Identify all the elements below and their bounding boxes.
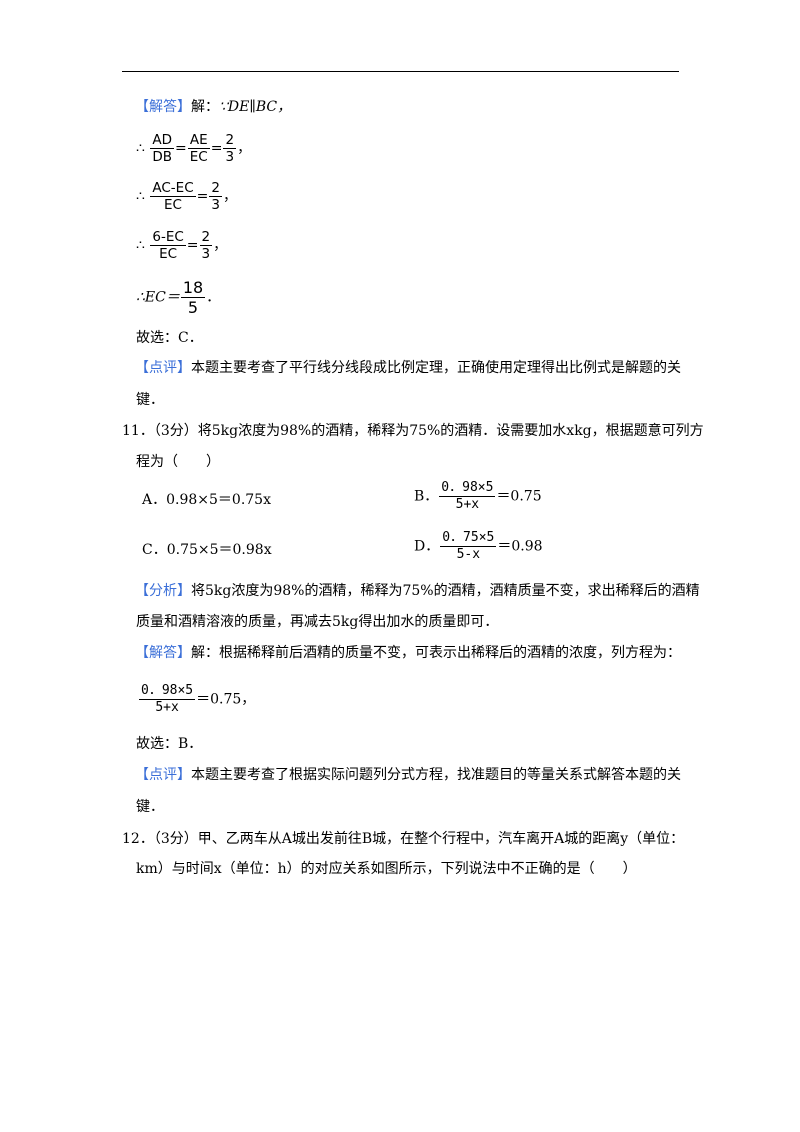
answer-tag: 【解答】 [135,99,191,115]
comment-tag: 【点评】 [135,767,191,783]
q11-stem-line1: 11．（3分）将5kg浓度为98%的酒精，稀释为75%的酒精．设需要加水xkg，… [122,423,704,439]
q11-analysis-line1: 【分析】将5kg浓度为98%的酒精，稀释为75%的酒精，酒精质量不变，求出稀释后… [135,583,700,599]
q11-stem-line2: 程为（ ） [136,454,220,470]
q11-option-a: A．0.98×5＝0.75x [142,492,271,508]
q10-comment-line1: 【点评】本题主要考查了平行线分线段成比例定理，正确使用定理得出比例式是解题的关 [135,360,681,376]
therefore-symbol: ∴ [136,140,145,157]
q11-choice: 故选：B． [136,736,203,752]
given-condition: ∵DE∥BC， [219,99,292,115]
q11-comment-line2: 键． [136,799,164,815]
header-rule [122,71,679,72]
answer-tag: 【解答】 [135,645,191,661]
q11-option-c: C．0.75×5＝0.98x [142,542,272,558]
q12-stem-line2: km）与时间x（单位：h）的对应关系如图所示，下列说法中不正确的是（ ） [136,861,637,877]
analysis-tag: 【分析】 [135,583,191,599]
q10-answer-line: 【解答】解：∵DE∥BC， [135,97,291,117]
q12-stem-line1: 12．（3分）甲、乙两车从A城出发前往B城，在整个行程中，汽车离开A城的距离y（… [122,831,685,847]
q10-comment-line2: 键． [136,392,164,408]
ec-lhs: ∴EC＝ [136,289,180,306]
comment-tag: 【点评】 [135,360,191,376]
q11-answer-line: 【解答】解：根据稀释前后酒精的质量不变，可表示出稀释后的酒精的浓度，列方程为： [135,645,681,661]
q10-choice: 故选：C． [136,330,203,346]
answer-intro: 解： [191,99,219,115]
q11-analysis-line2: 质量和酒精溶液的质量，再减去5kg得出加水的质量即可． [136,614,499,630]
q11-comment-line1: 【点评】本题主要考查了根据实际问题列分式方程，找准题目的等量关系式解答本题的关 [135,767,681,783]
